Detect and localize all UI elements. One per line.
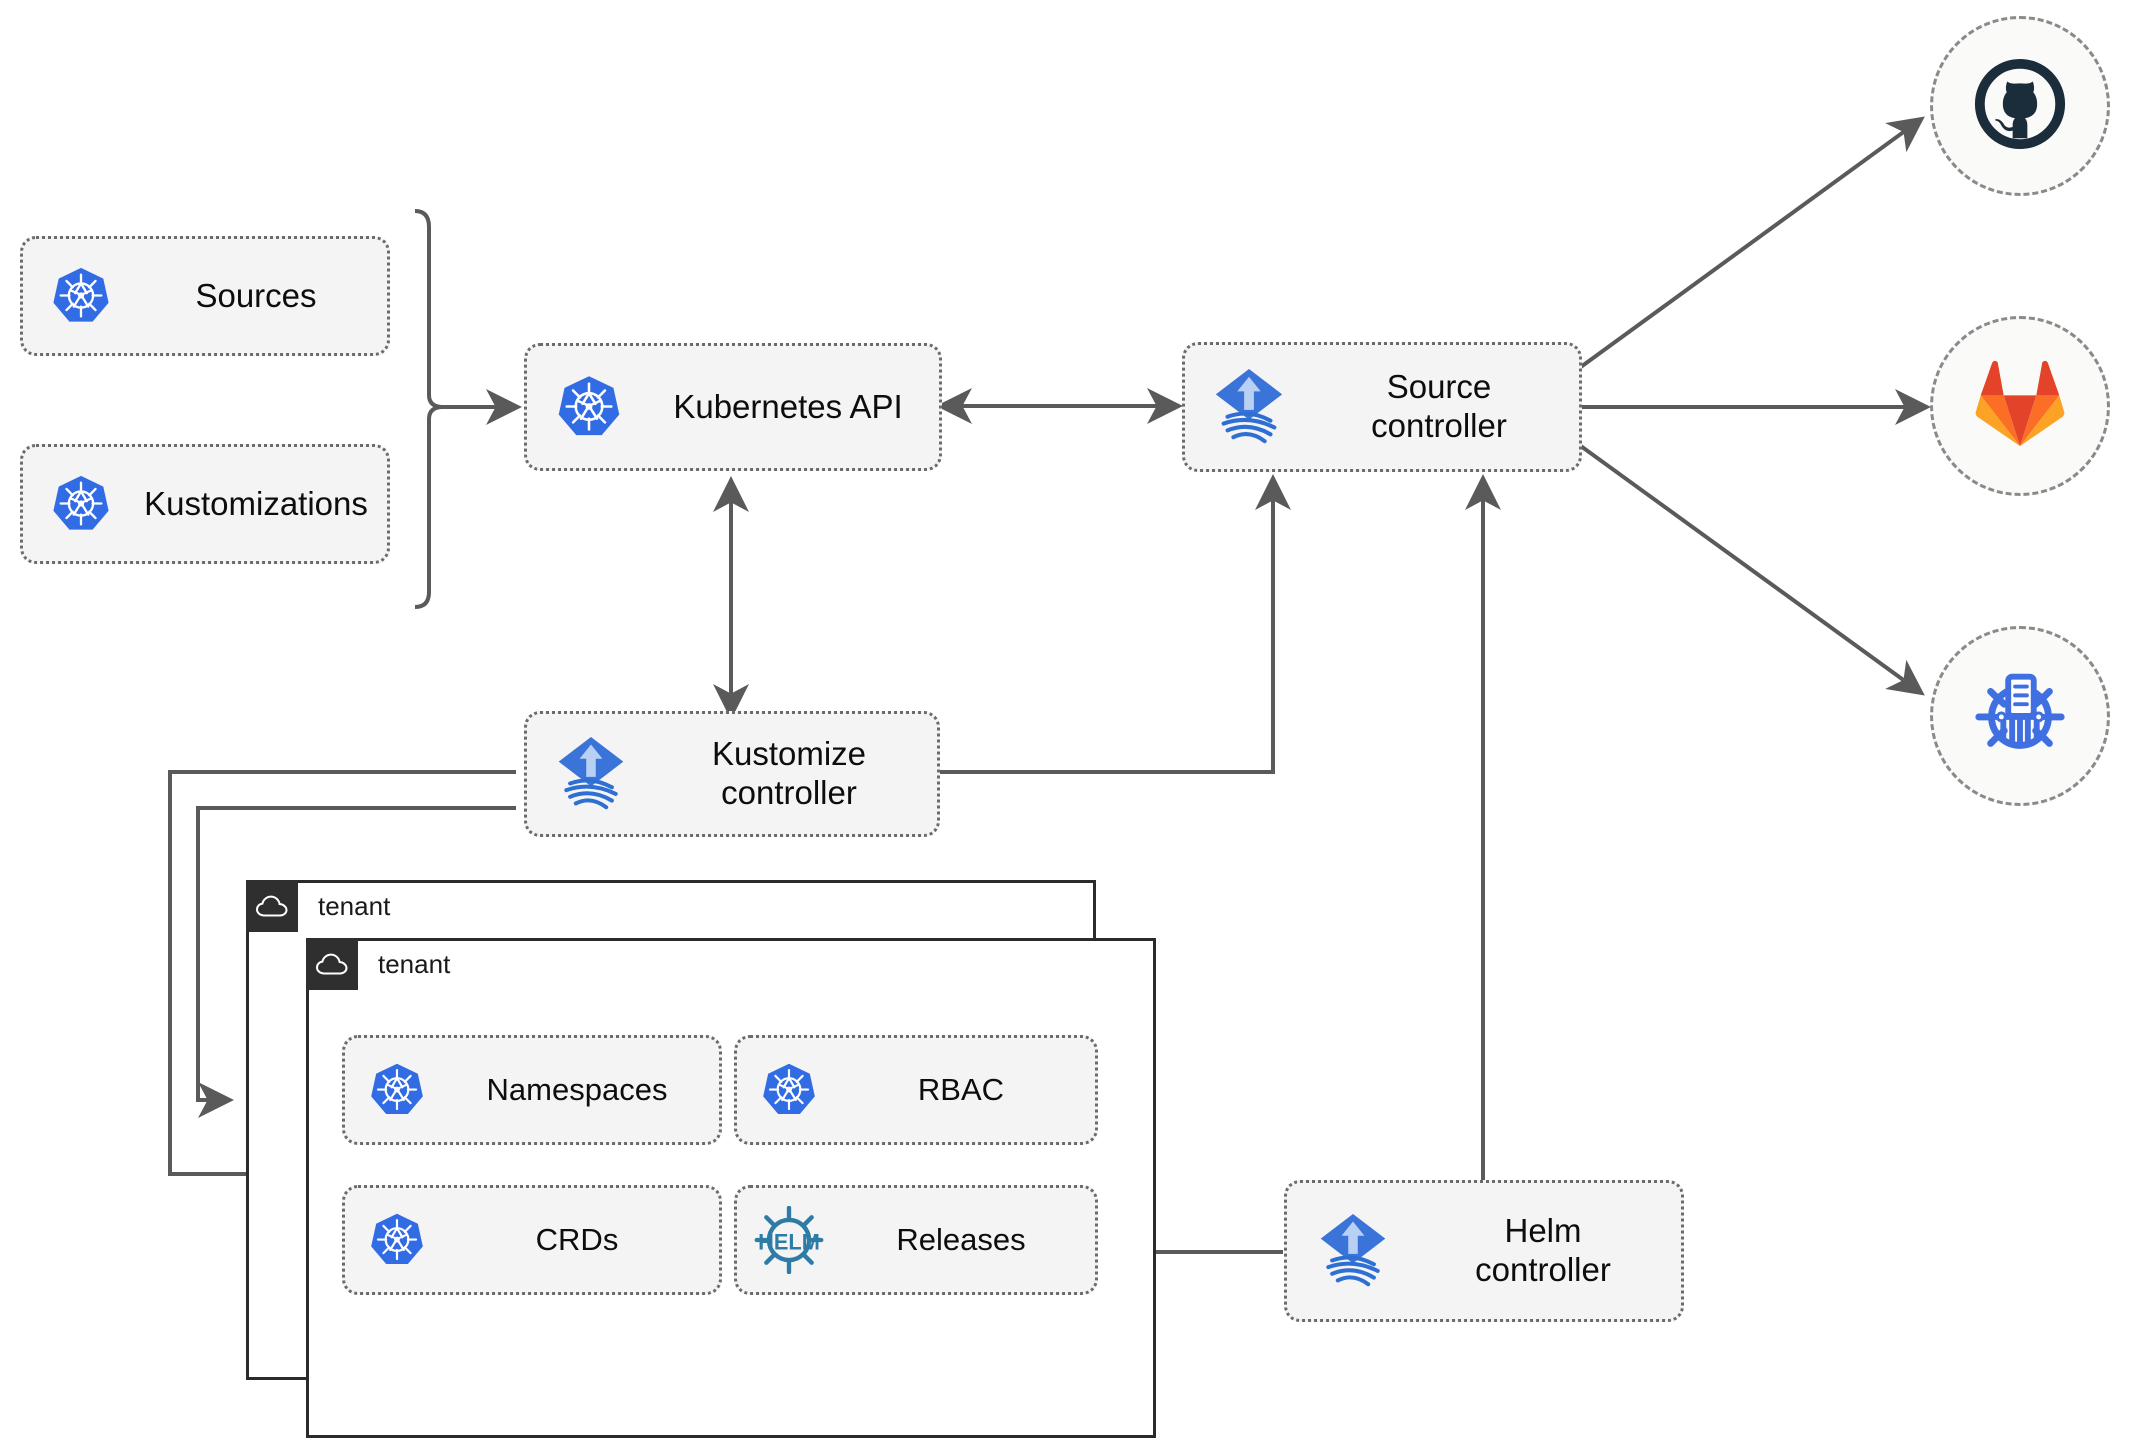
flux-icon: [1185, 366, 1313, 448]
wire-kustomize-to-source: [940, 474, 1291, 774]
node-namespaces[interactable]: Namespaces: [342, 1035, 722, 1145]
diagram-canvas: tenant tenant: [20, 16, 2110, 1438]
tenant-tab-outer: tenant: [246, 880, 390, 932]
kubernetes-icon: [23, 265, 139, 327]
node-source-controller[interactable]: Source controller: [1182, 342, 1582, 472]
node-label-source-controller: Source controller: [1371, 368, 1507, 444]
cloud-icon: [246, 880, 298, 932]
node-helm-controller[interactable]: Helm controller: [1284, 1180, 1684, 1322]
provider-helm-repository[interactable]: [1930, 626, 2110, 806]
kubernetes-icon: [345, 1211, 449, 1269]
node-rbac[interactable]: RBAC: [734, 1035, 1098, 1145]
node-label-sources: Sources: [195, 276, 317, 314]
cloud-icon: [306, 938, 358, 990]
node-releases[interactable]: HELM Releases: [734, 1185, 1098, 1295]
wire-source-to-github: [1576, 116, 1925, 371]
helm-icon: HELM: [737, 1206, 841, 1274]
helm-repository-icon: [1969, 663, 2071, 770]
flux-icon: [1287, 1211, 1419, 1291]
provider-gitlab[interactable]: [1930, 316, 2110, 496]
kubernetes-icon: [527, 373, 651, 441]
node-kustomizations[interactable]: Kustomizations: [20, 444, 390, 564]
node-label-rbac: RBAC: [917, 1071, 1005, 1107]
node-label-releases: Releases: [896, 1221, 1026, 1257]
kubernetes-icon: [23, 473, 139, 535]
node-label-kustomize-controller: Kustomize controller: [711, 735, 867, 811]
node-label-kubernetes-api: Kubernetes API: [673, 387, 903, 425]
github-icon: [1972, 56, 2068, 157]
node-kustomize-controller[interactable]: Kustomize controller: [524, 711, 940, 837]
kubernetes-icon: [737, 1061, 841, 1119]
helm-wordmark: HELM: [758, 1230, 820, 1255]
node-sources[interactable]: Sources: [20, 236, 390, 356]
kubernetes-icon: [345, 1061, 449, 1119]
node-kubernetes-api[interactable]: Kubernetes API: [524, 343, 942, 471]
node-crds[interactable]: CRDs: [342, 1185, 722, 1295]
group-bracket: [414, 209, 444, 609]
flux-icon: [527, 734, 655, 814]
tenant-tab-inner: tenant: [306, 938, 450, 990]
gitlab-icon: [1972, 358, 2068, 455]
provider-github[interactable]: [1930, 16, 2110, 196]
node-label-helm-controller: Helm controller: [1475, 1212, 1611, 1288]
node-label-kustomizations: Kustomizations: [144, 484, 368, 522]
tenant-label-inner: tenant: [378, 948, 451, 979]
wire-source-to-helm-repo: [1576, 442, 1925, 696]
node-label-namespaces: Namespaces: [486, 1071, 668, 1107]
tenant-label-outer: tenant: [318, 890, 391, 921]
node-label-crds: CRDs: [535, 1221, 619, 1257]
